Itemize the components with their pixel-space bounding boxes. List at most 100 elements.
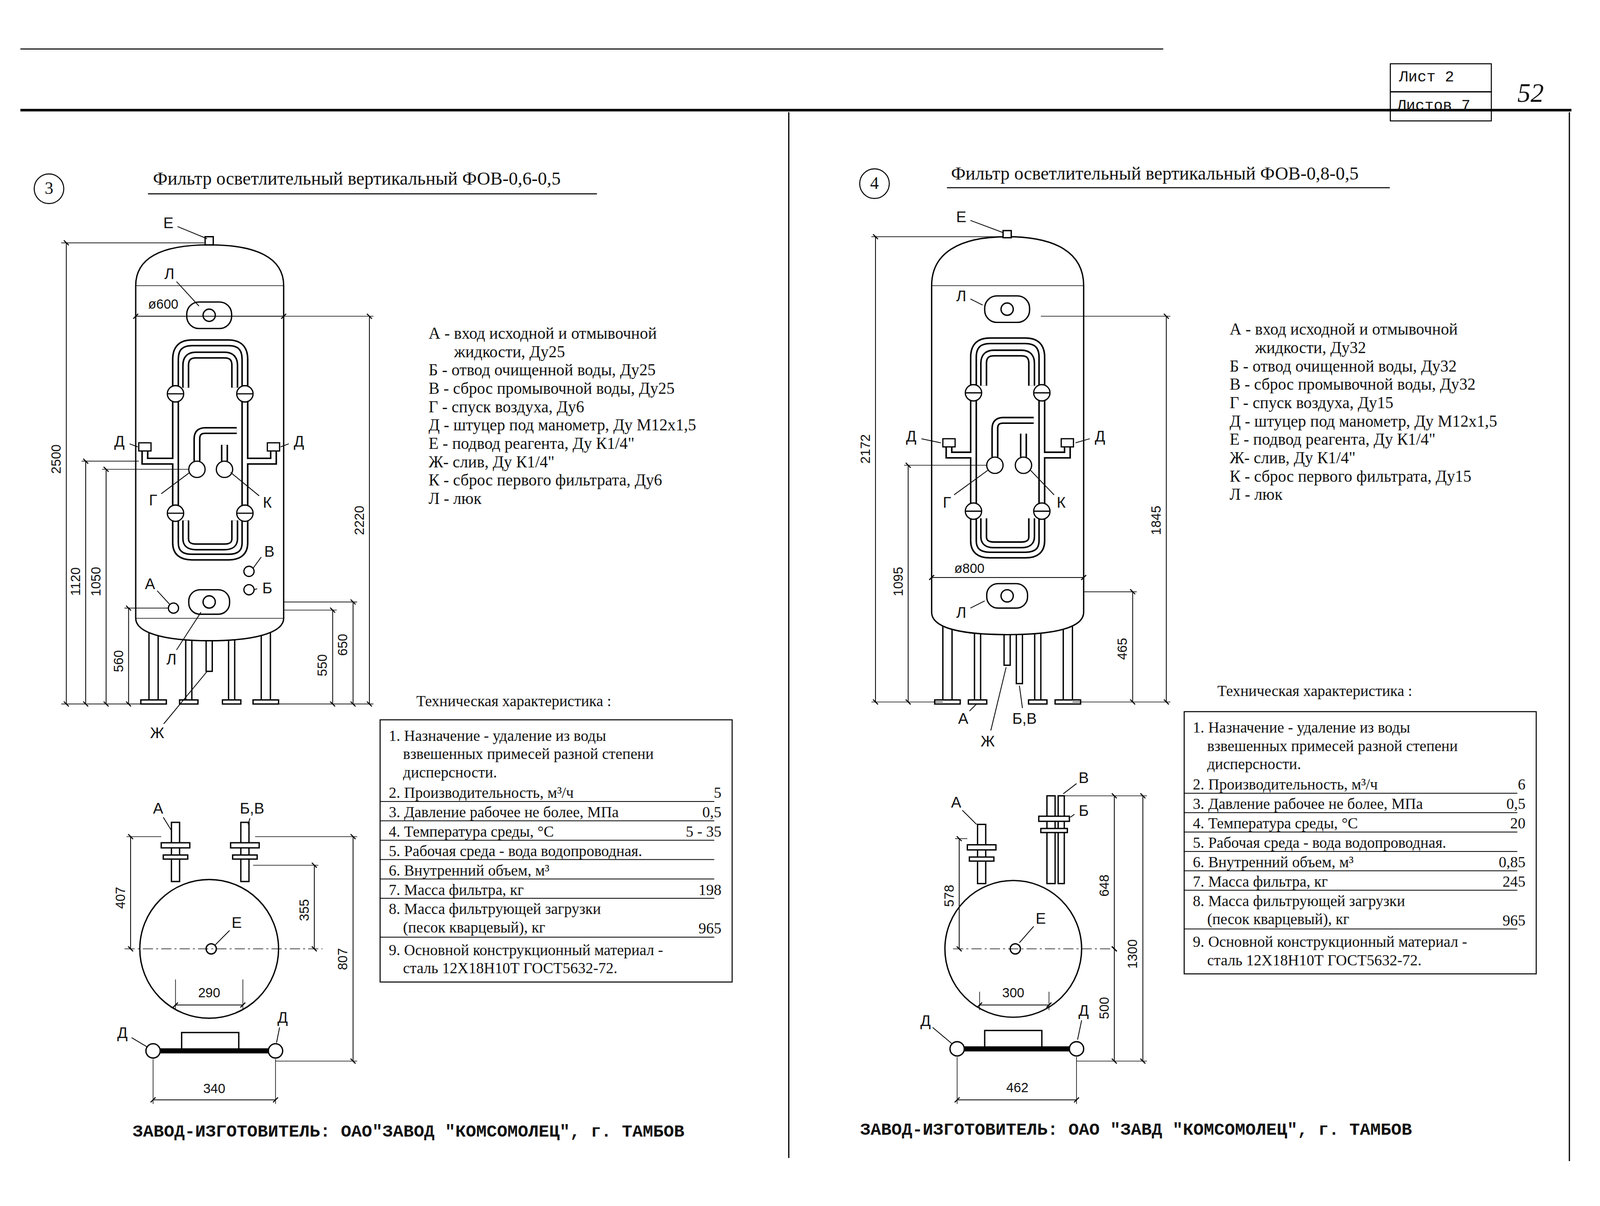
table-cell: 4. Температура среды, °С <box>1193 814 1359 833</box>
part-letter: Д <box>276 1008 289 1026</box>
table-cell: 20 <box>1510 814 1526 833</box>
part-letter: Д <box>1077 1001 1090 1019</box>
view-number-circle: 3 <box>33 173 65 205</box>
part-letter: К <box>262 493 274 511</box>
dimension: ø600 <box>147 296 180 312</box>
manufacturer-note: ЗАВОД-ИЗГОТОВИТЕЛЬ: ОАО"ЗАВОД "КОМСОМОЛЕ… <box>132 1122 685 1143</box>
dimension: 2172 <box>857 433 874 465</box>
part-letter: Е <box>1034 909 1047 927</box>
spec-table: 1. Назначение - удаление из воды взвешен… <box>379 719 733 983</box>
dimension: 2500 <box>48 443 64 475</box>
table-cell: 3. Давление рабочее не более, МПа <box>388 803 619 822</box>
dimension: 578 <box>941 884 957 909</box>
table-cell: 0,5 <box>702 803 722 822</box>
table-cell: 9. Основной конструкционный материал - с… <box>1193 932 1489 970</box>
dimension: 407 <box>112 886 129 911</box>
part-letter: А <box>143 575 157 593</box>
view-number-circle: 4 <box>859 168 890 200</box>
part-letter: Г <box>147 491 158 509</box>
table-cell: 5 - 35 <box>685 822 722 842</box>
sheet-box: Лист 2Листов 7 <box>1389 63 1492 122</box>
part-letter: К <box>1055 493 1067 511</box>
table-cell: 8. Масса фильтрующей загрузки (песок ква… <box>388 900 624 938</box>
legend-item: Г - спуск воздуха, Ду6 <box>428 398 585 417</box>
table-cell: 5. Рабочая среда - вода водопроводная. <box>388 842 643 861</box>
spec-table: 1. Назначение - удаление из воды взвешен… <box>1183 711 1538 975</box>
legend-item: Ж- слив, Ду К1/4" <box>428 453 555 472</box>
part-letter: А <box>956 709 969 727</box>
dimension: 340 <box>202 1081 227 1097</box>
legend-item: К - сброс первого фильтрата, Ду6 <box>428 471 663 491</box>
legend-item: А - вход исходной и отмывочной жидкости,… <box>428 324 679 362</box>
legend-item: Ж- слив, Ду К1/4" <box>1229 449 1356 468</box>
table-cell: 7. Масса фильтра, кг <box>388 881 524 900</box>
dimension: 650 <box>335 632 351 657</box>
dimension: ø800 <box>953 560 986 576</box>
table-cell: 6 <box>1518 775 1526 795</box>
part-letter: Д <box>112 432 126 450</box>
dimension: 300 <box>1001 985 1026 1001</box>
table-cell: 245 <box>1502 872 1526 892</box>
table-cell: 2. Производительность, м³/ч <box>388 783 574 803</box>
part-letter: Д <box>905 427 918 445</box>
table-cell: 3. Давление рабочее не более, МПа <box>1193 794 1424 814</box>
dimension: 1095 <box>890 566 906 598</box>
part-letter: Д <box>116 1024 129 1042</box>
part-letter: Г <box>941 493 952 511</box>
table-cell: 1. Назначение - удаление из воды взвешен… <box>388 726 670 782</box>
table-cell: 965 <box>1502 911 1526 931</box>
part-letter: Б <box>261 579 274 597</box>
view-title: Фильтр осветлительный вертикальный ФОВ-0… <box>153 168 561 190</box>
dimension: 560 <box>110 649 126 674</box>
manufacturer-note: ЗАВОД-ИЗГОТОВИТЕЛЬ: ОАО "ЗАВД "КОМСОМОЛЕ… <box>860 1120 1413 1141</box>
legend-item: В - сброс промывочной воды, Ду32 <box>1229 375 1476 394</box>
table-cell: 9. Основной конструкционный материал - с… <box>388 941 685 978</box>
dimension: 1050 <box>88 566 104 598</box>
dimension: 462 <box>1005 1080 1030 1096</box>
dimension: 355 <box>296 898 312 923</box>
legend-item: Е - подвод реагента, Ду К1/4" <box>428 434 635 454</box>
legend-item: К - сброс первого фильтрата, Ду15 <box>1229 467 1472 487</box>
dimension: 1300 <box>1125 938 1141 970</box>
table-cell: 0,5 <box>1506 794 1526 814</box>
part-letter: Л <box>163 264 176 282</box>
dimension: 465 <box>1114 637 1131 662</box>
part-letter: Ж <box>149 724 166 742</box>
legend-item: Б - отвод очищенной воды, Ду32 <box>1229 357 1457 376</box>
dimension: 550 <box>314 653 331 678</box>
legend-item: Д - штуцер под манометр, Ду М12х1,5 <box>1229 412 1498 432</box>
dimension: 648 <box>1096 874 1112 899</box>
table-cell: 965 <box>698 919 722 938</box>
part-letter: Е <box>955 207 968 225</box>
table-cell: 5. Рабочая среда - вода водопроводная. <box>1193 833 1447 853</box>
table-cell: 8. Масса фильтрующей загрузки (песок ква… <box>1193 892 1428 929</box>
sheet-text: Лист 2 <box>1399 69 1455 88</box>
dimension: 807 <box>335 947 351 972</box>
part-letter: Б,В <box>1011 709 1038 727</box>
part-letter: Б,В <box>238 799 266 817</box>
table-heading: Техническая характеристика : <box>1217 681 1413 701</box>
dimension: 2220 <box>351 504 367 537</box>
part-letter: Е <box>162 213 175 232</box>
view-title: Фильтр осветлительный вертикальный ФОВ-0… <box>950 163 1359 185</box>
table-cell: 4. Температура среды, °С <box>388 822 555 842</box>
part-letter: Ж <box>979 732 996 750</box>
part-letter: Д <box>919 1012 932 1030</box>
part-letter: В <box>1077 768 1090 787</box>
part-letter: Д <box>292 432 306 450</box>
dimension: 290 <box>197 985 222 1001</box>
table-cell: 1. Назначение - удаление из воды взвешен… <box>1193 718 1474 774</box>
legend-item: Л - люк <box>428 489 482 509</box>
legend-item: В - сброс промывочной воды, Ду25 <box>428 379 675 399</box>
part-letter: Д <box>1093 427 1107 445</box>
legend-item: Е - подвод реагента, Ду К1/4" <box>1229 430 1436 450</box>
legend-item: Л - люк <box>1229 485 1283 505</box>
table-cell: 5 <box>713 783 722 803</box>
part-letter: Е <box>230 913 243 932</box>
table-heading: Техническая характеристика : <box>416 692 612 711</box>
part-letter: А <box>151 799 164 817</box>
view-number: 3 <box>44 178 54 200</box>
part-letter: Л <box>955 603 968 621</box>
table-cell: 198 <box>698 881 722 900</box>
table-cell: 6. Внутренний объем, м³ <box>388 861 550 881</box>
